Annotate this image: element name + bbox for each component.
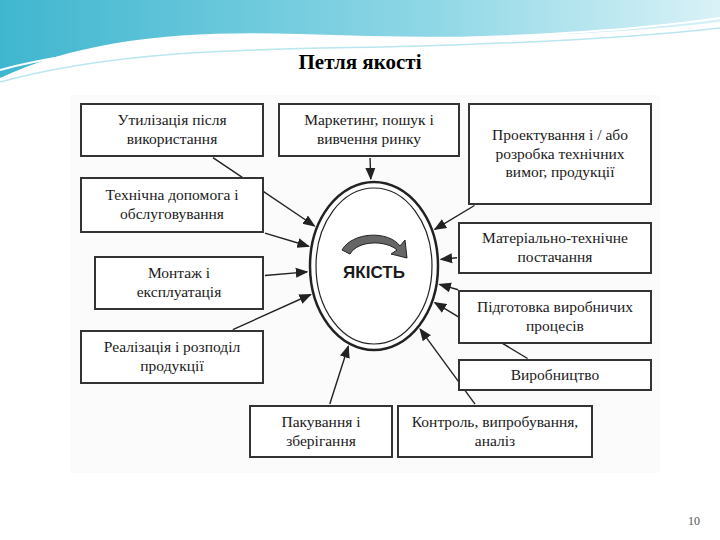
- node-text: Пакування і зберігання: [259, 413, 383, 450]
- arrow-connector: [441, 258, 457, 260]
- arrow-connector: [330, 346, 348, 404]
- diagram-ground: [70, 95, 660, 473]
- process-box: Пакування і зберігання: [249, 405, 393, 458]
- node-text: Маркетинг, пошук і вивчення ринку: [288, 111, 450, 148]
- process-box: Проектування і / або розробка технічних …: [468, 103, 652, 205]
- arrow-connector: [369, 158, 371, 179]
- node-text: Виробництво: [511, 366, 600, 385]
- process-box: Підготовка виробничих процесів: [458, 290, 652, 344]
- process-box: Матеріально-технічне постачання: [458, 222, 652, 274]
- process-box: Технічна допомога і обслуговування: [80, 177, 264, 233]
- node-text: ЯКІСТЬ: [343, 263, 405, 283]
- wave-line: [0, 28, 720, 82]
- arrow-connector: [439, 284, 458, 289]
- node-text: Утилізація після використання: [90, 111, 254, 148]
- node-text: Монтаж і експлуатація: [104, 264, 254, 301]
- process-box: Реалізація і розподіл продукції: [80, 330, 264, 384]
- process-box: Контроль, випробування, аналіз: [397, 405, 593, 458]
- slide-title: Петля якості: [0, 50, 720, 75]
- node-text: Контроль, випробування, аналіз: [407, 413, 583, 450]
- arrow-connector: [265, 272, 307, 276]
- node-text: Підготовка виробничих процесів: [468, 298, 642, 335]
- node-text: Проектування і / або розробка технічних …: [478, 126, 642, 182]
- process-box: Маркетинг, пошук і вивчення ринку: [278, 103, 460, 157]
- node-text: Реалізація і розподіл продукції: [90, 338, 254, 375]
- quality-ellipse: ЯКІСТЬ: [308, 180, 440, 352]
- arrow-connector: [265, 233, 309, 246]
- process-box: Монтаж і експлуатація: [94, 256, 264, 310]
- header-wave: [0, 0, 720, 78]
- cycle-arrow: [342, 235, 407, 258]
- process-box: Утилізація після використання: [80, 103, 264, 157]
- process-box: Виробництво: [458, 359, 652, 391]
- node-text: Технічна допомога і обслуговування: [90, 186, 254, 223]
- page-number: 10: [650, 514, 700, 529]
- node-text: Матеріально-технічне постачання: [468, 229, 642, 266]
